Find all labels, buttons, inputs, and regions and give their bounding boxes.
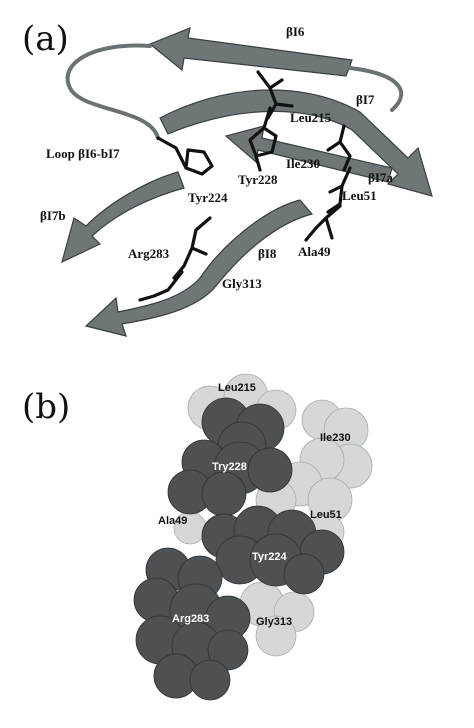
- label-gly313: Gly313: [222, 276, 262, 291]
- stick-tyr228: [248, 106, 278, 172]
- atom-arg283-8: [207, 629, 249, 671]
- strand-b16: [148, 27, 353, 77]
- label-tyr224: Tyr224: [188, 190, 228, 205]
- label-b-leu215: Leu215: [218, 382, 256, 394]
- stick-tyr224: [156, 136, 214, 176]
- label-b17a: βI7a: [368, 170, 393, 185]
- label-arg283: Arg283: [128, 246, 170, 261]
- panel-b-letter: (b): [22, 387, 70, 427]
- label-b18: βI8: [258, 246, 277, 261]
- atom-gly313-3: [255, 615, 297, 657]
- label-leu51: Leu51: [342, 188, 377, 203]
- strand-b17b: [61, 171, 185, 264]
- atom-tyr224-7: [283, 553, 325, 595]
- atoms-dark-group: [133, 397, 345, 701]
- loop-right-connector: [348, 66, 404, 112]
- stick-ala49: [304, 204, 342, 242]
- label-b17: βI7: [356, 92, 375, 107]
- label-ala49: Ala49: [298, 244, 331, 259]
- label-b-try228: Try228: [212, 461, 247, 473]
- panel-a-letter: (a): [22, 19, 69, 59]
- label-b-ile230: Ile230: [320, 432, 351, 444]
- atom-try228-8: [201, 471, 247, 517]
- label-ile230: Ile230: [286, 156, 320, 171]
- label-b-leu51: Leu51: [310, 509, 342, 521]
- label-b-gly313: Gly313: [256, 616, 292, 628]
- loop-b16-b17: [65, 43, 160, 140]
- stick-leu51: [326, 166, 352, 214]
- label-b17b: βI7b: [40, 208, 66, 223]
- atom-arg283-10: [189, 659, 231, 701]
- label-tyr228: Tyr228: [238, 172, 278, 187]
- label-loop: Loop βI6-bI7: [46, 146, 120, 161]
- strand-b18: [84, 199, 314, 337]
- label-b-tyr224: Tyr224: [252, 551, 288, 563]
- atom-try228-6: [247, 447, 293, 493]
- panel-a: (a) βI6 βI7 Leu215 Loop βI6-bI7 Ile230 T…: [22, 19, 433, 337]
- panel-b: (b): [22, 373, 373, 701]
- label-b-ala49: Ala49: [158, 515, 187, 527]
- stick-arg283: [172, 216, 212, 280]
- strand-b17: [159, 89, 433, 197]
- stick-ile230: [326, 124, 352, 172]
- label-b16: βI6: [286, 24, 305, 39]
- stick-gly313: [138, 270, 184, 302]
- label-leu215: Leu215: [290, 110, 332, 125]
- label-b-arg283: Arg283: [172, 613, 209, 625]
